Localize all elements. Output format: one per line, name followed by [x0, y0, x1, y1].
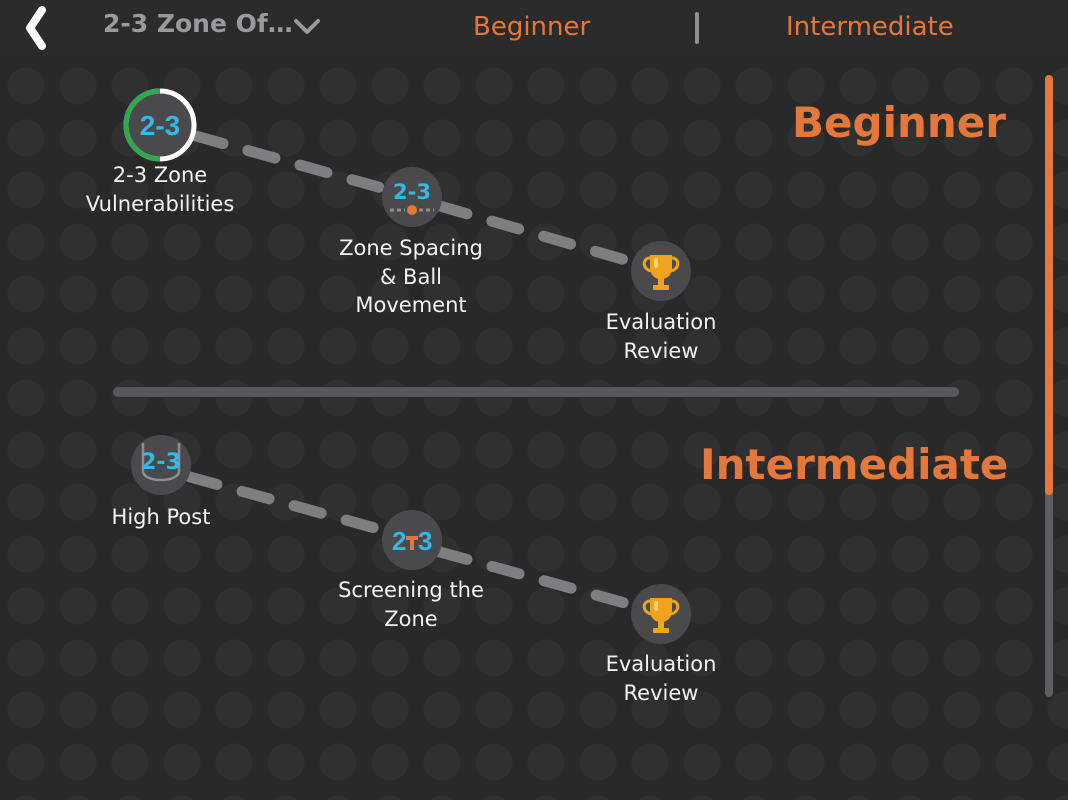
lesson-label[interactable]: Screening the Zone	[338, 578, 484, 631]
svg-text:3: 3	[418, 526, 432, 556]
lesson-node-high-post[interactable]: 2-3	[131, 435, 191, 495]
chevron-left-icon	[26, 6, 46, 50]
screen-icon: 2 3	[392, 526, 432, 556]
nav-level-beginner[interactable]: Beginner	[473, 12, 591, 42]
high-post-icon: 2-3	[141, 450, 181, 475]
section-divider	[113, 387, 959, 397]
trophy-icon	[642, 598, 680, 633]
lesson-node-evaluation-review[interactable]	[631, 241, 691, 301]
zone-ball-movement-icon: 2-3	[393, 180, 431, 204]
nav-separator	[695, 12, 699, 44]
course-title[interactable]: 2-3 Zone Of…	[103, 9, 293, 38]
path-segment	[190, 130, 388, 194]
section-heading-beginner: Beginner	[792, 98, 1006, 147]
lesson-progress-ring: 2-3	[123, 88, 197, 162]
lesson-node-zone-spacing[interactable]: 2-3	[382, 167, 442, 227]
section-heading-intermediate: Intermediate	[700, 440, 1009, 489]
path-segment	[434, 546, 638, 611]
lesson-node-evaluation-review[interactable]	[631, 584, 691, 644]
nav-level-intermediate[interactable]: Intermediate	[786, 12, 954, 42]
high-post-lane-icon	[141, 443, 181, 482]
lesson-label[interactable]: Zone Spacing & Ball Movement	[339, 236, 483, 317]
svg-text:2: 2	[392, 526, 406, 556]
path-segment	[184, 471, 388, 536]
lesson-label[interactable]: Evaluation Review	[605, 310, 717, 363]
zone-2-3-icon: 2-3	[140, 110, 180, 141]
chevron-down-icon	[294, 19, 320, 34]
lesson-label[interactable]: Evaluation Review	[605, 652, 717, 705]
lesson-label[interactable]: 2-3 Zone Vulnerabilities	[85, 163, 235, 216]
course-dropdown-button[interactable]	[292, 13, 322, 41]
lesson-node-screening-zone[interactable]: 2 3	[382, 510, 442, 570]
trophy-icon	[642, 255, 680, 290]
top-bar: 2-3 Zone Of… Beginner Intermediate	[0, 0, 1068, 56]
ball-movement-marks	[390, 205, 434, 215]
scrollbar-thumb[interactable]	[1045, 75, 1053, 495]
path-segment	[434, 200, 638, 268]
back-button[interactable]	[20, 4, 54, 52]
lesson-label[interactable]: High Post	[111, 505, 211, 529]
